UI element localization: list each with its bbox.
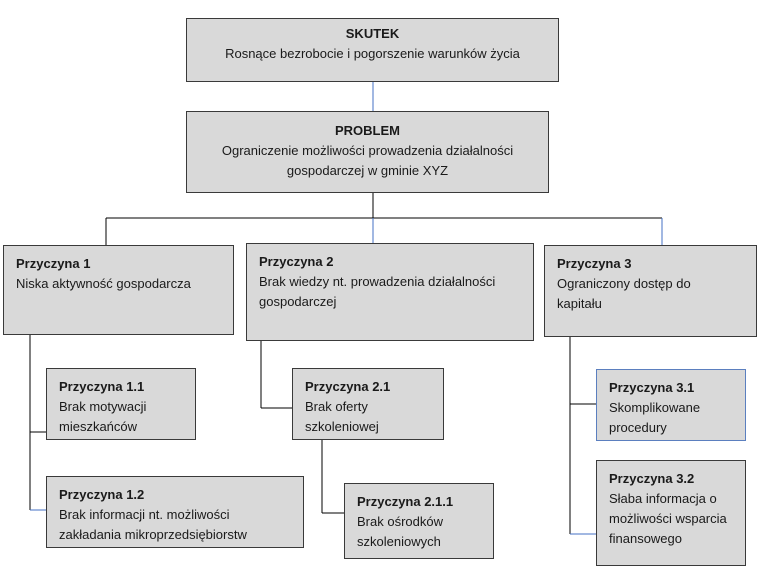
effect-description: Rosnące bezrobocie i pogorszenie warunkó… [225,46,520,61]
cause-2-1-1-box: Przyczyna 2.1.1 Brak ośrodków szkoleniow… [344,483,494,559]
cause-3-2-title: Przyczyna 3.2 [609,471,695,486]
effect-title: SKUTEK [345,26,400,41]
cause-3-description: Ograniczony dostęp do kapitału [557,276,691,311]
cause-1-2-description: Brak informacji nt. możliwości zakładani… [59,507,247,542]
cause-2-title: Przyczyna 2 [259,254,334,269]
cause-2-1-1-title: Przyczyna 2.1.1 [357,494,454,509]
cause-1-2-title: Przyczyna 1.2 [59,487,145,502]
cause-2-description: Brak wiedzy nt. prowadzenia działalności… [259,274,496,309]
effect-box: SKUTEK Rosnące bezrobocie i pogorszenie … [186,18,559,82]
cause-2-1-title: Przyczyna 2.1 [305,379,391,394]
problem-title: PROBLEM [335,123,400,138]
cause-1-box: Przyczyna 1 Niska aktywność gospodarcza [3,245,234,335]
cause-3-title: Przyczyna 3 [557,256,632,271]
problem-box: PROBLEM Ograniczenie możliwości prowadze… [186,111,549,193]
problem-description: Ograniczenie możliwości prowadzenia dzia… [221,143,514,178]
cause-3-2-description: Słaba informacja o możliwości wsparcia f… [609,491,727,546]
cause-2-box: Przyczyna 2 Brak wiedzy nt. prowadzenia … [246,243,534,341]
cause-3-1-title: Przyczyna 3.1 [609,380,695,395]
cause-3-1-box: Przyczyna 3.1 Skomplikowane procedury [596,369,746,441]
cause-1-2-box: Przyczyna 1.2 Brak informacji nt. możliw… [46,476,304,548]
cause-2-1-1-description: Brak ośrodków szkoleniowych [357,514,443,549]
cause-1-1-box: Przyczyna 1.1 Brak motywacji mieszkańców [46,368,196,440]
cause-1-1-title: Przyczyna 1.1 [59,379,145,394]
cause-1-1-description: Brak motywacji mieszkańców [59,399,147,434]
cause-2-1-description: Brak oferty szkoleniowej [305,399,379,434]
cause-3-2-box: Przyczyna 3.2 Słaba informacja o możliwo… [596,460,746,566]
cause-1-title: Przyczyna 1 [16,256,91,271]
cause-1-description: Niska aktywność gospodarcza [16,276,191,291]
cause-3-1-description: Skomplikowane procedury [609,400,701,435]
cause-3-box: Przyczyna 3 Ograniczony dostęp do kapita… [544,245,757,337]
cause-2-1-box: Przyczyna 2.1 Brak oferty szkoleniowej [292,368,444,440]
